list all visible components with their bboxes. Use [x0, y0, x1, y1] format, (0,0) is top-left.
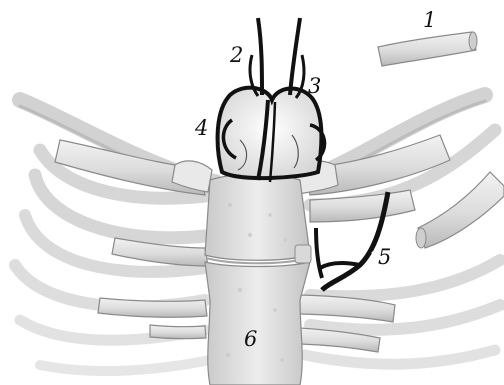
sternum — [205, 174, 310, 385]
label-6: 6 — [244, 327, 257, 351]
vessel-3 — [290, 18, 300, 95]
label-3: 3 — [308, 74, 321, 98]
cut-rib-segment-1 — [378, 32, 477, 66]
vessel-2 — [258, 18, 262, 95]
label-2: 2 — [229, 43, 243, 67]
label-4: 4 — [194, 116, 208, 140]
sternum-manubrium — [205, 174, 310, 260]
label-5: 5 — [378, 245, 391, 269]
ribs-right — [305, 95, 500, 364]
rib-right-6 — [305, 350, 495, 364]
sternum-body — [205, 262, 310, 385]
label-1: 1 — [423, 8, 436, 32]
rib-left-7 — [40, 360, 210, 371]
